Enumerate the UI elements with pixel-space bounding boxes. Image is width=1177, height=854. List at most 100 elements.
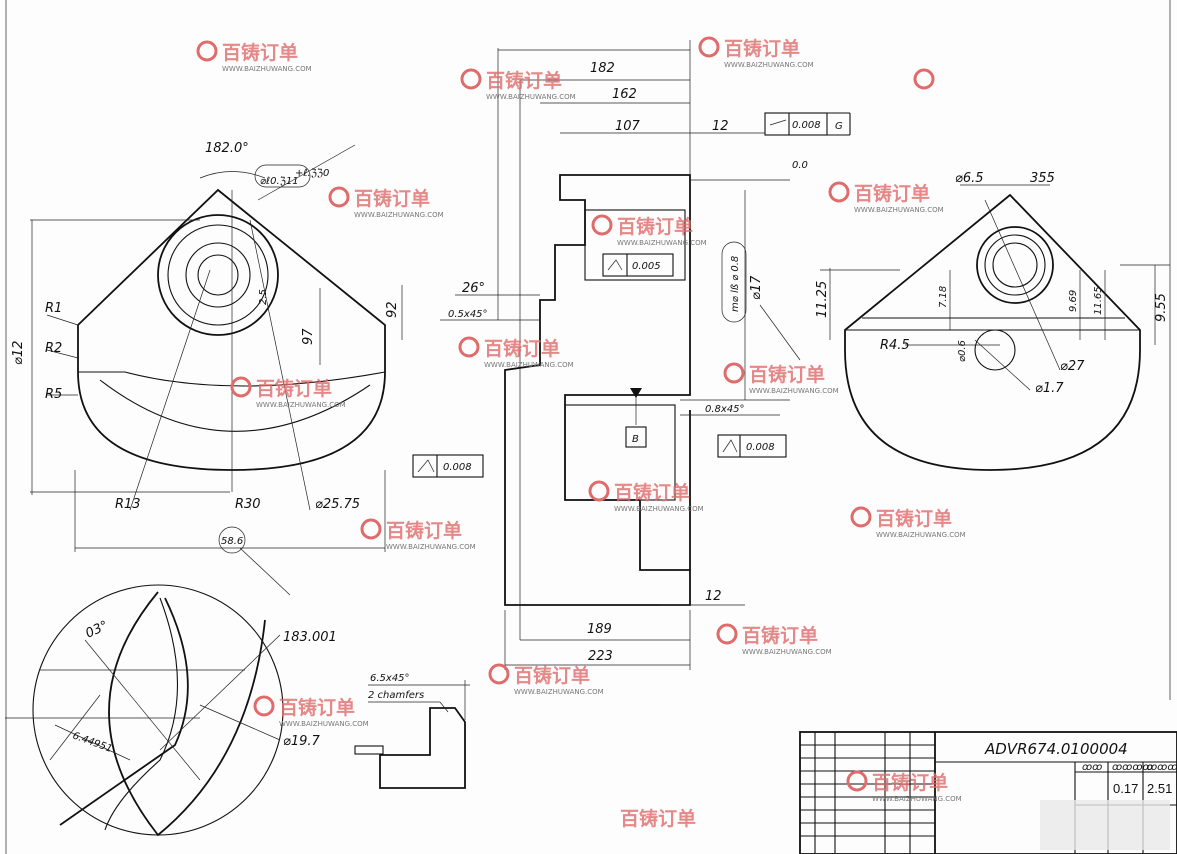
svg-text:WWW.BAIZHUWANG.COM: WWW.BAIZHUWANG.COM (484, 361, 574, 369)
watermark: 百铸订单 WWW.BAIZHUWANG.COM (488, 663, 604, 696)
left-label-d12: ⌀12 (11, 341, 26, 365)
bl-label-03deg: 03° (83, 618, 110, 641)
left-slot-arc (99, 379, 371, 432)
svg-text:百铸订单: 百铸订单 (620, 807, 696, 830)
svg-text:百铸订单: 百铸订单 (742, 624, 818, 647)
svg-text:百铸订单: 百铸订单 (354, 187, 430, 210)
watermark-layer: 百铸订单 WWW.BAIZHUWANG.COM 百铸订单 WWW.BAIZHUW… (196, 36, 1170, 850)
frame-top-datum: G (835, 121, 843, 132)
svg-text:百铸订单: 百铸订单 (484, 337, 560, 360)
watermark: 百铸订单 WWW.BAIZHUWANG.COM (328, 186, 444, 219)
detail-tab (354, 745, 384, 755)
svg-text:WWW.BAIZHUWANG.COM: WWW.BAIZHUWANG.COM (279, 720, 369, 728)
svg-text:WWW.BAIZHUWANG.COM: WWW.BAIZHUWANG.COM (749, 387, 839, 395)
right-body-outline (844, 193, 1141, 471)
bottom-left-view: 03° 183.001 6.44951 ⌀19.7 (5, 584, 337, 837)
dim-223: 223 (588, 649, 613, 664)
dim-12-top: 12 (712, 119, 729, 134)
watermark: 百铸订单 WWW.BAIZHUWANG.COM (360, 518, 476, 551)
left-hub-ring (167, 224, 269, 326)
left-hub-outer (157, 214, 279, 336)
detail-view: 6.5x45° 2 chamfers (354, 673, 470, 789)
right-label-718: 7.18 (938, 286, 949, 308)
dim-chamfer-08: 0.8x45° (705, 404, 745, 415)
right-label-1125: 11.25 (815, 281, 830, 318)
crescent-inner (59, 597, 189, 826)
datum-b-box (625, 426, 647, 448)
dim-107: 107 (615, 119, 641, 134)
left-hub-inner (197, 254, 239, 296)
watermark: 百铸订单 (620, 807, 696, 830)
dim-chamfer-05: 0.5x45° (448, 309, 488, 320)
watermark: 百铸订单 WWW.BAIZHUWANG.COM (253, 695, 369, 728)
watermark: 百铸订单 WWW.BAIZHUWANG.COM (196, 40, 312, 73)
left-label-r30: R30 (235, 497, 261, 512)
svg-text:百铸订单: 百铸订单 (876, 507, 952, 530)
svg-text:WWW.BAIZHUWANG.COM: WWW.BAIZHUWANG.COM (386, 543, 476, 551)
svg-text:百铸订单: 百铸订单 (854, 182, 930, 205)
blur-patch (1040, 800, 1170, 850)
bl-label-644951: 6.44951 (71, 730, 114, 754)
right-hub-inner (984, 234, 1046, 296)
watermark (913, 68, 935, 90)
right-label-969: 9.69 (1068, 290, 1079, 312)
right-label-1165: 11.65 (1093, 286, 1104, 315)
frame-center-value: 0.005 (632, 261, 661, 272)
watermark: 百铸订单 WWW.BAIZHUWANG.COM (458, 336, 574, 369)
svg-text:WWW.BAIZHUWANG.COM: WWW.BAIZHUWANG.COM (854, 206, 944, 214)
right-label-955: 9.55 (1154, 293, 1169, 322)
svg-text:百铸订单: 百铸订单 (222, 41, 298, 64)
left-label-r13: R13 (115, 497, 141, 512)
bl-label-d197: ⌀19.7 (283, 734, 321, 749)
left-label-r2: R2 (45, 341, 62, 356)
left-label-r5: R5 (45, 387, 62, 402)
left-view: 182.0° ⌀ℓ0.ℨ11 +ℓ.ℨℨ0 R1 R2 R5 R13 R30 ⌀… (11, 141, 403, 596)
watermark: 百铸订单 WWW.BAIZHUWANG.COM (828, 181, 944, 214)
section-lower-bore (564, 404, 676, 501)
right-label-d65: ⌀6.5 (955, 171, 984, 186)
svg-text:WWW.BAIZHUWANG.COM: WWW.BAIZHUWANG.COM (256, 401, 346, 409)
frame-left-value: 0.008 (443, 462, 472, 473)
frame-top-value: 0.008 (792, 120, 821, 131)
dim-d17: ⌀17 (749, 275, 764, 300)
left-callout: ⌀ℓ0.ℨ11 (260, 176, 299, 187)
detail-note: 2 chamfers (368, 690, 424, 701)
oval-callout: m⌀ lß ⌀ 0.8 (730, 256, 741, 312)
svg-text:WWW.BAIZHUWANG.COM: WWW.BAIZHUWANG.COM (876, 531, 966, 539)
left-label-25: 2.5 (258, 289, 269, 305)
left-slot-top (78, 371, 386, 387)
dim-162: 162 (612, 87, 637, 102)
left-label-586: 58.6 (221, 536, 243, 547)
right-label-d17: ⌀1.7 (1035, 381, 1064, 396)
watermark: 百铸订单 WWW.BAIZHUWANG.COM (723, 362, 839, 395)
tb-header-2: ꝏꝏꝏꝏ (1112, 762, 1153, 773)
svg-text:百铸订单: 百铸订单 (256, 377, 332, 400)
svg-text:WWW.BAIZHUWANG.COM: WWW.BAIZHUWANG.COM (617, 239, 707, 247)
tb-mass-value: 0.17 (1113, 781, 1138, 796)
svg-text:百铸订单: 百铸订单 (486, 69, 562, 92)
watermark: 百铸订单 WWW.BAIZHUWANG.COM (230, 376, 346, 409)
crescent-outline (108, 591, 266, 837)
watermark: 百铸订单 WWW.BAIZHUWANG.COM (716, 623, 832, 656)
frame-right (717, 434, 787, 458)
svg-text:WWW.BAIZHUWANG.COM: WWW.BAIZHUWANG.COM (354, 211, 444, 219)
dim-182: 182 (590, 61, 615, 76)
right-label-d06: ⌀0.6 (957, 340, 968, 362)
svg-text:WWW.BAIZHUWANG.COM: WWW.BAIZHUWANG.COM (222, 65, 312, 73)
frame-flatness-top (764, 112, 828, 136)
section-pocket (584, 209, 686, 281)
watermark: 百铸订单 WWW.BAIZHUWANG.COM (846, 770, 962, 803)
svg-text:百铸订单: 百铸订单 (279, 696, 355, 719)
center-section-view: 182 162 107 12 26° 0.5x45° 0.8x45° 12 18… (412, 40, 851, 670)
dim-12-bottom: 12 (705, 589, 722, 604)
watermark: 百铸订单 WWW.BAIZHUWANG.COM (850, 506, 966, 539)
right-label-r45: R4.5 (880, 338, 910, 353)
svg-text:百铸订单: 百铸订单 (386, 519, 462, 542)
bl-label-183001: 183.001 (283, 630, 337, 645)
left-hub-bore (185, 242, 251, 308)
svg-text:WWW.BAIZHUWANG.COM: WWW.BAIZHUWANG.COM (486, 93, 576, 101)
frame-left (412, 454, 484, 478)
svg-text:百铸订单: 百铸订单 (724, 37, 800, 60)
dim-26deg: 26° (462, 281, 485, 296)
